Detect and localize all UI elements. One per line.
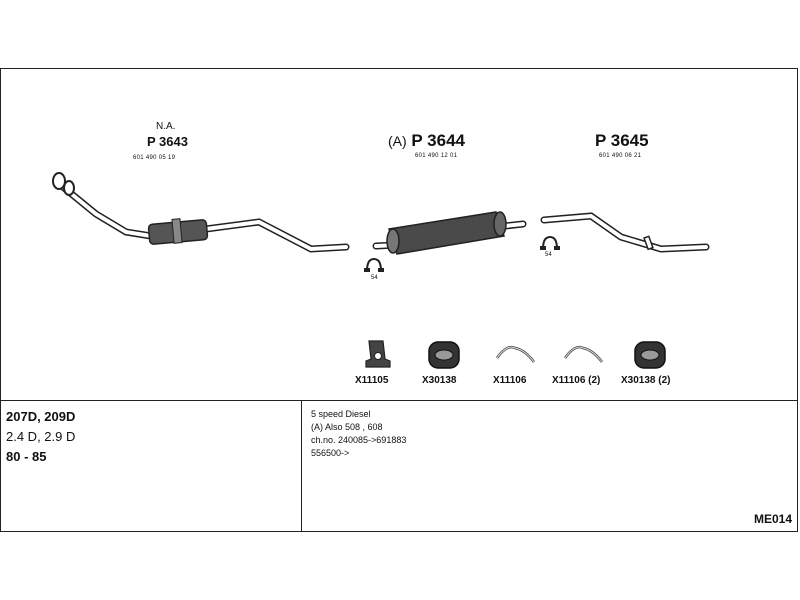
vehicle-models: 207D, 209D [6,409,76,424]
p3644-number: P 3644 [411,131,465,150]
p3645-oem: 601 490 06 21 [599,153,642,159]
p3645-number[interactable]: P 3645 [595,131,649,150]
clamp-right-icon [540,235,560,250]
center-silencer-p3644[interactable] [372,211,527,255]
p3644-oem: 601 490 12 01 [415,153,458,159]
p3643-prefix: N.A. [156,121,176,132]
front-pipe-p3643[interactable] [52,172,350,253]
bracket-x11105-icon[interactable] [365,340,391,368]
clamp-left-icon [364,257,384,272]
silencer-body [388,211,505,255]
accessory-label[interactable]: X30138 (2) [621,375,671,386]
rubber-mount-x30138-2-icon[interactable] [634,341,666,369]
accessory-label[interactable]: X11105 [355,375,389,386]
note-line: 5 speed Diesel [311,409,371,419]
p3643-oem: 601 490 05 19 [133,155,176,161]
p3644-prefix: (A) [388,133,407,149]
gasket-x11106-icon[interactable] [495,345,535,363]
note-line: (A) Also 508 , 608 [311,422,383,432]
vehicle-years: 80 - 85 [6,449,47,464]
p3644-label[interactable]: (A) P 3644 [388,131,465,151]
accessory-label[interactable]: X11106 [493,375,527,386]
exhaust-diagram [52,172,710,369]
flange-icon [52,172,66,190]
clamp-left-label: 54 [371,275,378,281]
accessory-label[interactable]: X30138 [422,375,457,386]
clamp-right-label: 54 [545,252,552,258]
vehicle-engine: 2.4 D, 2.9 D [6,429,76,444]
catalog-sheet: N.A. P 3643 601 490 05 19 (A) P 3644 601… [0,68,798,532]
note-line: ch.no. 240085->691883 [311,435,407,445]
note-line: 556500-> [311,448,350,458]
p3643-number[interactable]: P 3643 [147,134,188,149]
rubber-mount-x30138-icon[interactable] [428,341,460,369]
tail-pipe-p3645[interactable] [540,212,710,253]
accessory-label[interactable]: X11106 (2) [552,375,601,386]
sheet-code: ME014 [753,512,792,526]
gasket-x11106-2-icon[interactable] [563,345,603,363]
table-divider-horizontal [1,400,797,401]
table-divider-vertical [301,400,302,532]
